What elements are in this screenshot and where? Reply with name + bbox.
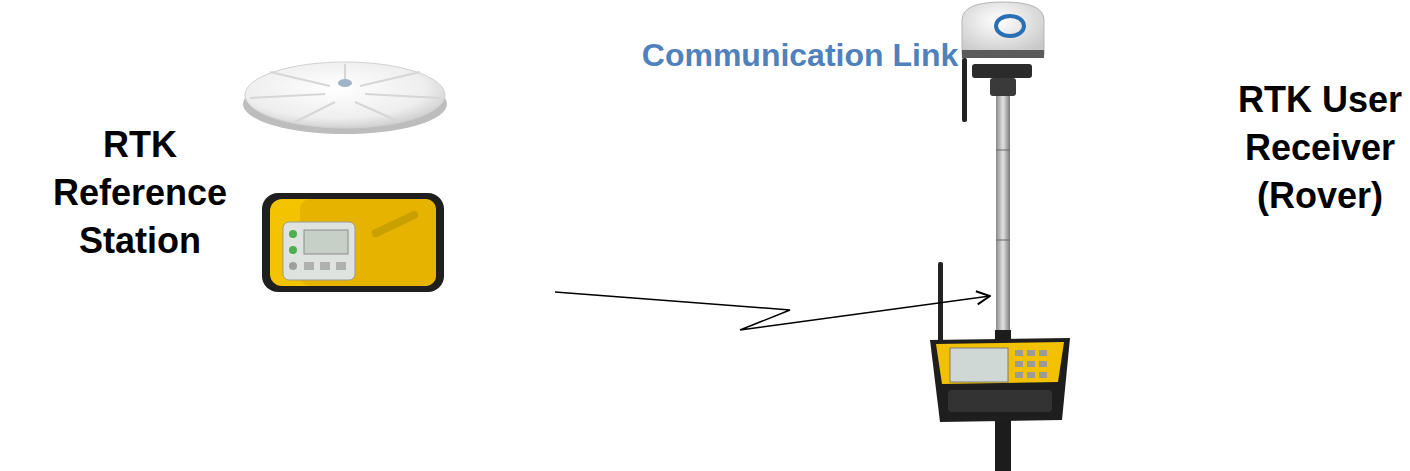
station-label: RTK Reference Station: [40, 121, 240, 265]
equipment-group: RTK User Receiver (Rover): [990, 60, 1410, 310]
equipment-group: RTK Reference Station: [40, 110, 555, 295]
station-label: RTK User Receiver (Rover): [1230, 76, 1410, 220]
reference-antenna: [243, 62, 447, 134]
communication-link: [555, 292, 990, 330]
reference-receiver: [262, 193, 444, 292]
link-label: Communication Link: [642, 36, 958, 74]
